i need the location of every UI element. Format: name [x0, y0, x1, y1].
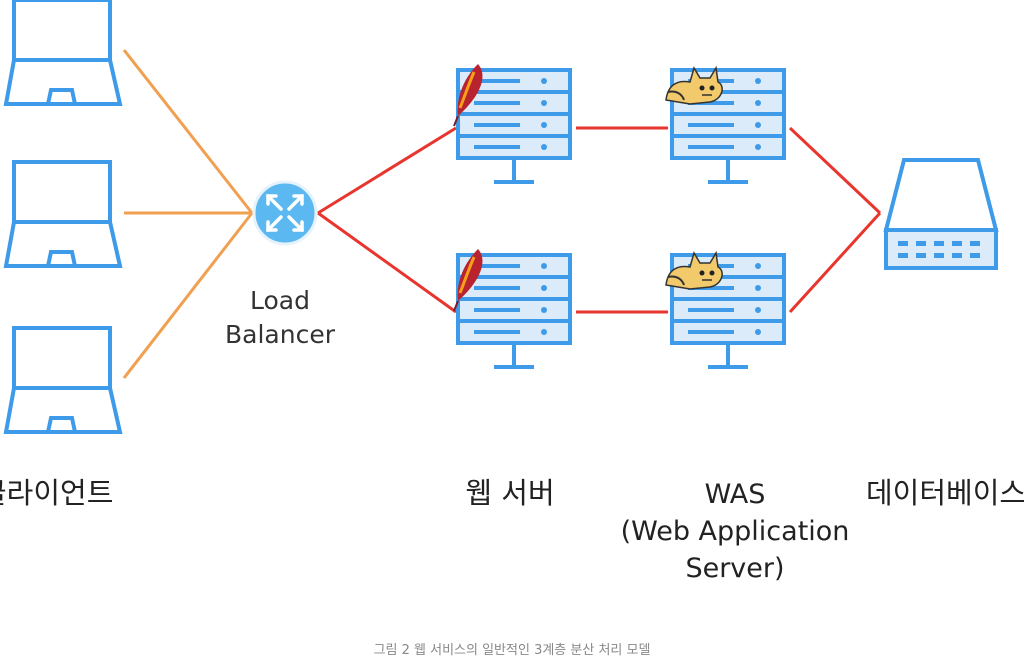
load-balancer-label-line2: Balancer	[225, 320, 335, 349]
web-server-label: 웹 서버	[465, 476, 555, 510]
load-balancer-icon	[252, 180, 318, 246]
lb-web-link-1	[317, 126, 457, 215]
was-label-line1: WAS	[704, 479, 766, 510]
was-label-line3: Server)	[685, 553, 785, 584]
was-label-line2: (Web Application	[620, 516, 850, 547]
laptop-icon	[4, 160, 122, 268]
database-label: 데이터베이스	[866, 476, 1024, 510]
client-link-3	[122, 212, 254, 379]
was-db-link-2	[788, 211, 882, 314]
client-label: 클라이언트	[0, 476, 114, 510]
figure-caption: 그림 2 웹 서비스의 일반적인 3계층 분산 처리 모델	[373, 643, 651, 658]
client-link-1	[122, 49, 254, 214]
load-balancer-label-line1: Load	[250, 286, 310, 315]
load-balancer-label: Load Balancer	[205, 284, 355, 352]
lb-web-link-2	[317, 211, 457, 314]
client-links	[122, 49, 254, 379]
laptop-icon	[4, 326, 122, 434]
server-links	[317, 126, 882, 314]
was-label: WAS (Web Application Server)	[600, 476, 870, 587]
storage-device-icon	[883, 158, 999, 270]
was-db-link-1	[788, 126, 882, 215]
laptop-icon	[4, 0, 122, 106]
